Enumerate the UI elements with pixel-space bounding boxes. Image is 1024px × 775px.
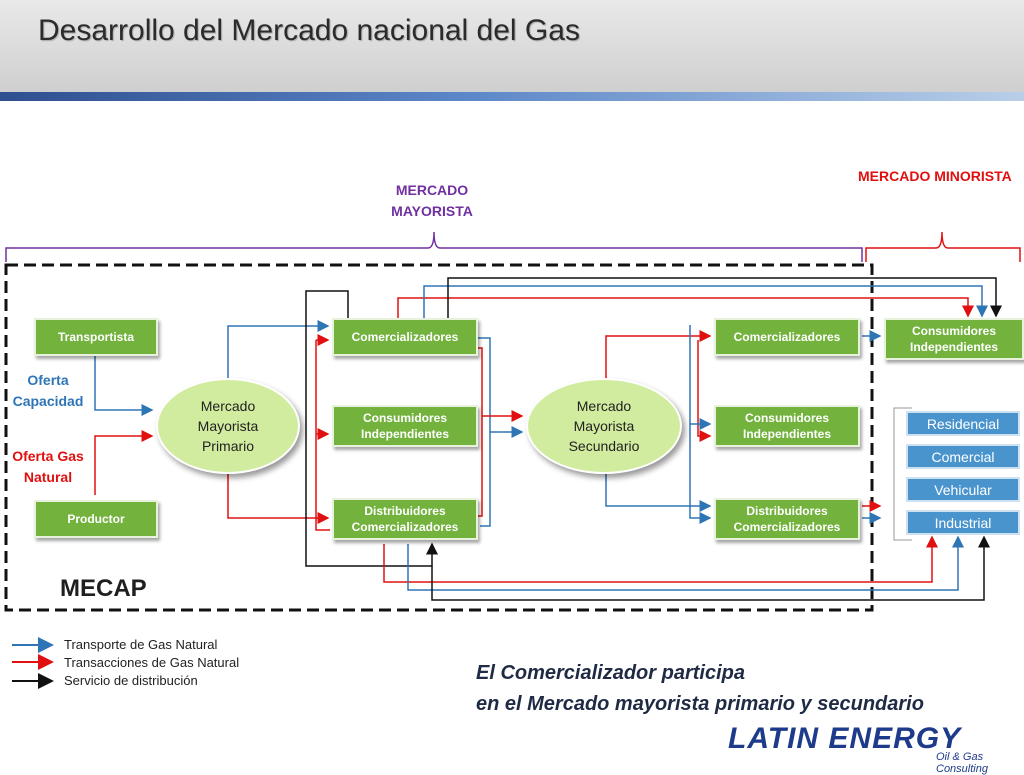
loop-red-left	[315, 340, 330, 531]
retail-vehicular: Vehicular	[906, 477, 1020, 502]
caption-line-2: en el Mercado mayorista primario y secun…	[476, 693, 924, 715]
header-accent-bar	[0, 92, 1024, 101]
consumidores-final-box: Consumidores Independientes	[884, 318, 1024, 360]
legend-distribucion: Servicio de distribución	[64, 673, 198, 688]
col1-blue	[478, 337, 491, 527]
bottom-black	[431, 535, 990, 601]
mecap-label: MECAP	[60, 575, 147, 602]
transportista-box: Transportista	[34, 318, 158, 356]
productor-box: Productor	[34, 500, 158, 538]
comercializadores-box-2: Comercializadores	[714, 318, 860, 356]
retail-comercial: Comercial	[906, 444, 1020, 469]
arrow-productor	[94, 430, 154, 495]
consumidores-box-1: Consumidores Independientes	[332, 405, 478, 447]
logo-tagline: Oil & Gas Consulting	[936, 751, 988, 775]
consumidores-box-2: Consumidores Independientes	[714, 405, 860, 447]
mercado-mayorista-label: MERCADO MAYORISTA	[391, 182, 473, 219]
arrow-transportista	[94, 355, 154, 416]
legend-transporte: Transporte de Gas Natural	[64, 637, 218, 652]
loop-black-1	[305, 290, 438, 567]
col2-blue-in	[689, 325, 712, 524]
distribuidores-box-1: Distribuidores Comercializadores	[332, 498, 478, 540]
arrow-sec-comercializadores	[605, 330, 712, 378]
bottom-red	[383, 535, 938, 583]
retail-residencial: Residencial	[906, 411, 1020, 436]
mercado-minorista-label: MERCADO MINORISTA	[858, 168, 1012, 184]
arrow-sec-distribuidores	[605, 474, 712, 512]
bottom-blue	[407, 535, 964, 591]
page-title: Desarrollo del Mercado nacional del Gas	[38, 14, 580, 47]
arrow-prim-comercializadores	[227, 320, 330, 378]
caption-line-1: El Comercializador participa	[476, 662, 745, 684]
mercado-secundario-node: Mercado Mayorista Secundario	[526, 378, 682, 474]
col1-red	[478, 347, 483, 517]
top-red	[397, 297, 974, 318]
mayorista-bracket	[5, 231, 863, 262]
top-black	[447, 277, 1002, 318]
distribuidores-box-2: Distribuidores Comercializadores	[714, 498, 860, 540]
top-blue	[423, 285, 988, 318]
mecap-frame	[4, 263, 874, 612]
legend-transacciones: Transacciones de Gas Natural	[64, 655, 240, 670]
retail-industrial: Industrial	[906, 510, 1020, 535]
mercado-primario-node: Mercado Mayorista Primario	[156, 378, 300, 474]
oferta-capacidad-label: Oferta Capacidad	[12, 372, 84, 409]
arrow-prim-distribuidores	[227, 474, 330, 524]
col2-red-in	[697, 340, 712, 442]
latin-energy-logo: LATIN ENERGY	[728, 722, 962, 755]
minorista-bracket	[865, 231, 1021, 262]
retail-bracket	[893, 407, 912, 541]
header-background	[0, 0, 1024, 92]
oferta-gas-label: Oferta Gas Natural	[12, 448, 84, 485]
comercializadores-box-1: Comercializadores	[332, 318, 478, 356]
